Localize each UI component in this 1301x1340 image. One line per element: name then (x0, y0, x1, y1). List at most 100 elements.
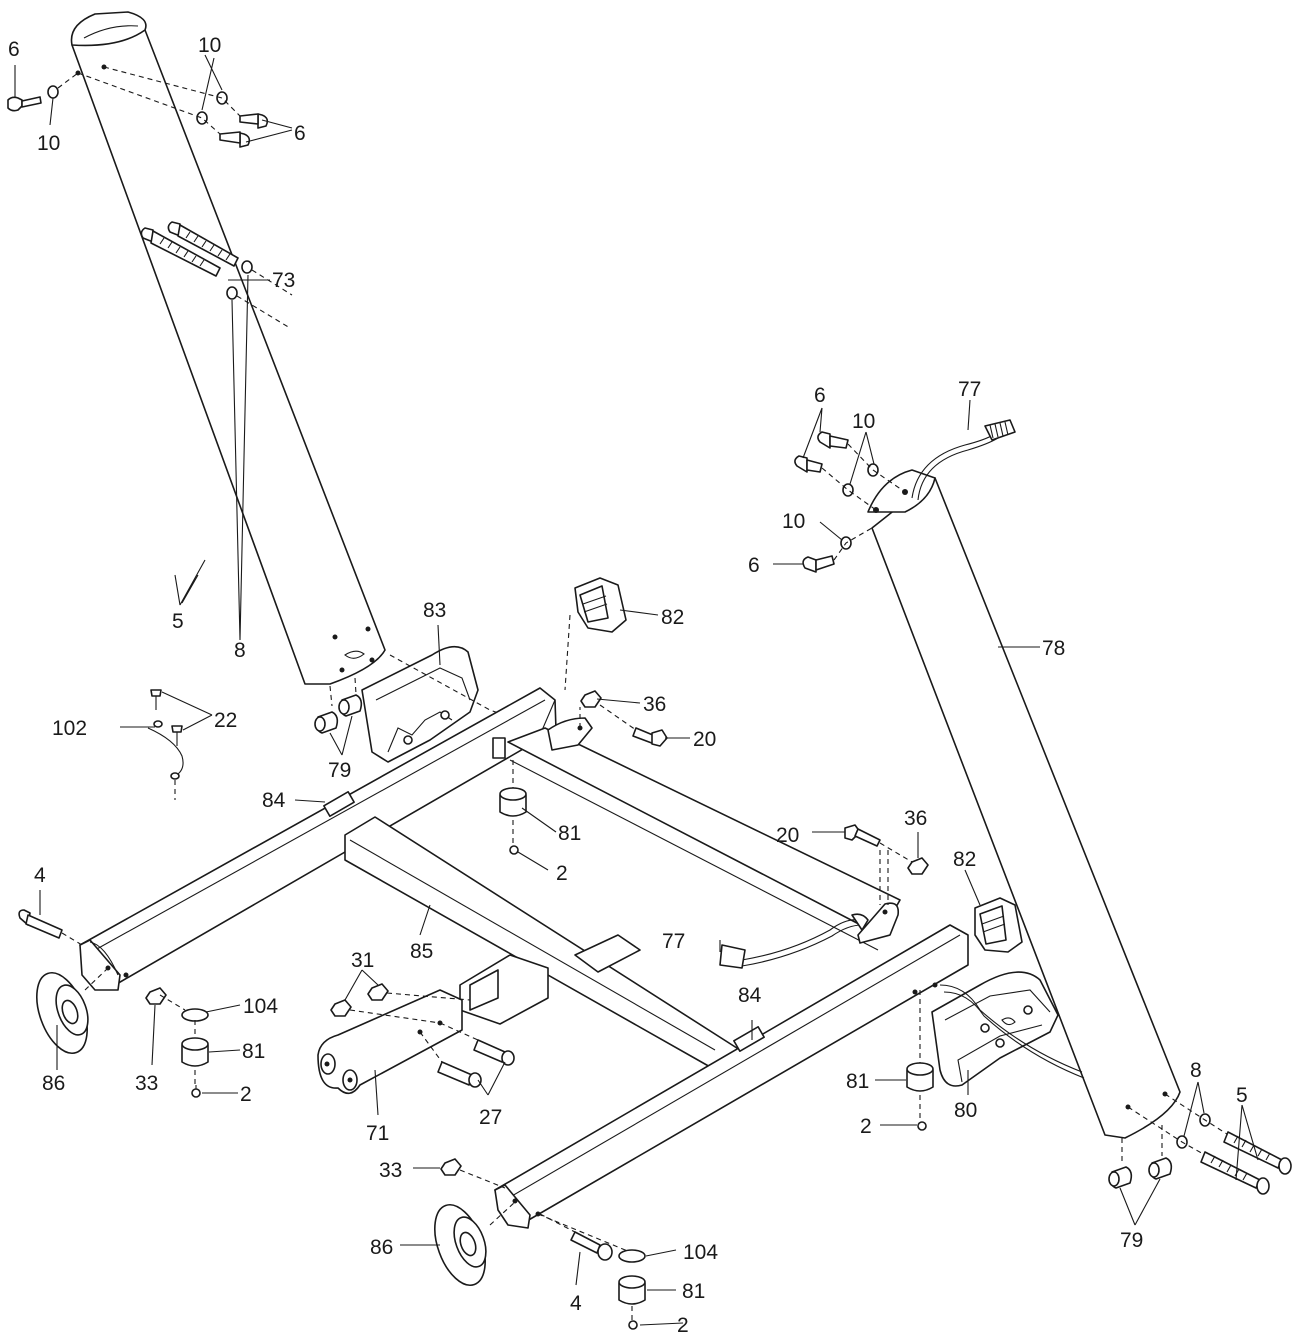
callout-8-left: 8 (234, 639, 246, 662)
spacer-79-left-b (338, 694, 363, 717)
callout-73: 73 (272, 269, 295, 292)
washer-104-left (181, 1008, 209, 1022)
left-rail-tube (79, 939, 129, 991)
callout-81-left: 81 (242, 1040, 265, 1063)
left-upright-73 (70, 11, 386, 685)
foot-81-bottom (618, 1275, 646, 1305)
callout-84-right: 84 (738, 984, 762, 1007)
callout-10-right-1: 10 (852, 410, 875, 433)
callout-80: 80 (954, 1099, 977, 1122)
callout-104-left: 104 (243, 995, 278, 1018)
foot-81-right (906, 1062, 934, 1092)
foot-81-center (499, 787, 527, 817)
callout-77-top: 77 (958, 378, 981, 401)
callout-20-mid: 20 (776, 824, 799, 847)
callout-6-top: 6 (294, 122, 306, 145)
callout-4-bottom: 4 (570, 1292, 582, 1315)
callout-6-top-left: 6 (8, 38, 20, 61)
bolt-20-mid (844, 824, 881, 847)
callout-labels: 6 10 10 6 73 5 8 83 82 36 20 102 22 79 8… (8, 34, 1248, 1337)
ground-wire-102 (147, 720, 184, 780)
callout-5-left: 5 (172, 610, 184, 633)
callout-81-right: 81 (846, 1070, 869, 1093)
mount-plate-right (857, 902, 900, 944)
callout-86-left: 86 (42, 1072, 65, 1095)
screw-6-top-b (219, 131, 251, 148)
callout-79-left: 79 (328, 759, 351, 782)
washer-10-top-left (47, 85, 59, 99)
screw-2-bottom (628, 1320, 638, 1330)
rear-crossbar (79, 687, 557, 986)
bolt-27-b (437, 1061, 482, 1088)
screw-2-right (917, 1121, 927, 1131)
frame-side-rail-back (507, 727, 901, 951)
callout-2-right: 2 (860, 1115, 872, 1138)
callout-102: 102 (52, 717, 87, 740)
callout-83: 83 (423, 599, 446, 622)
foot-81-left (181, 1037, 209, 1067)
pivot-arm-71 (317, 989, 463, 1095)
nut-31-b (367, 983, 389, 1001)
wire-harness-77-mid (719, 913, 869, 969)
callout-10-top: 10 (198, 34, 221, 57)
nut-33-left (145, 987, 167, 1005)
callout-82-right: 82 (953, 848, 976, 871)
label-84-right-tag (733, 1026, 765, 1052)
callout-2-bottom: 2 (677, 1314, 689, 1337)
washer-8-left-b (226, 286, 238, 300)
callout-2-left: 2 (240, 1083, 252, 1106)
wheel-86-bottom (434, 1204, 487, 1286)
spacer-79-right-b (1148, 1157, 1173, 1180)
callout-6-right-2: 6 (748, 554, 760, 577)
callout-79-right: 79 (1120, 1229, 1143, 1252)
callout-4-left: 4 (34, 864, 46, 887)
callout-6-right-1: 6 (814, 384, 826, 407)
callout-81-center: 81 (558, 822, 581, 845)
nut-36-top (580, 690, 602, 708)
callout-36-top: 36 (643, 693, 666, 716)
callout-33-left: 33 (135, 1072, 158, 1095)
upright-bracket-83 (361, 645, 479, 763)
callout-104-bottom: 104 (683, 1241, 718, 1264)
callout-81-bottom: 81 (682, 1280, 705, 1303)
washer-104-bottom (618, 1249, 646, 1263)
callout-33-bottom: 33 (379, 1159, 402, 1182)
washer-10-top-a (216, 91, 228, 105)
callout-31: 31 (351, 949, 374, 972)
washer-8-left-a (241, 260, 253, 274)
bolt-5-right-b (1200, 1151, 1270, 1195)
screw-6-right-c (802, 555, 835, 573)
screw-2-center (509, 845, 519, 855)
callout-86-bottom: 86 (370, 1236, 393, 1259)
screw-6-right-b (794, 455, 823, 473)
motor-bracket-slot (574, 934, 641, 973)
leader-lines (14, 54, 1259, 1326)
bolt-5-left-b (140, 227, 221, 277)
nut-33-bottom (440, 1158, 462, 1176)
callout-2-center: 2 (556, 862, 568, 885)
callout-10-top-left: 10 (37, 132, 60, 155)
callout-20-top: 20 (693, 728, 716, 751)
callout-22: 22 (214, 709, 237, 732)
bolt-20-top (632, 727, 668, 747)
screw-6-top-left (7, 96, 42, 112)
nut-36-mid (907, 857, 929, 875)
screw-2-left (191, 1085, 201, 1098)
bolt-27-a (473, 1039, 515, 1066)
nut-31-a (330, 999, 352, 1017)
callout-82-top: 82 (661, 606, 684, 629)
callout-8-right: 8 (1190, 1059, 1202, 1082)
callout-36-mid: 36 (904, 807, 927, 830)
shroud-82-right (974, 897, 1023, 953)
bolt-4-bottom (570, 1231, 613, 1261)
callout-78: 78 (1042, 637, 1065, 660)
callout-71: 71 (366, 1122, 389, 1145)
washer-10-top-b (196, 111, 208, 125)
callout-5-right: 5 (1236, 1084, 1248, 1107)
callout-27: 27 (479, 1106, 502, 1129)
screw-22-a (150, 689, 162, 710)
bolt-5-left-a (167, 221, 239, 267)
pivot-receiver-tube (459, 954, 549, 1025)
wheel-86-left (36, 972, 89, 1054)
